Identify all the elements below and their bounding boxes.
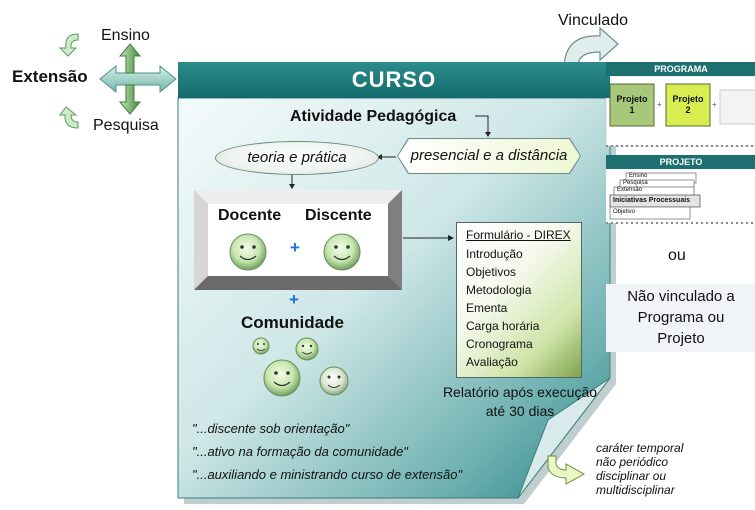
community-smiley-icon (263, 359, 301, 397)
form-item: Introdução (466, 247, 523, 261)
project-number: 2 (685, 105, 691, 115)
arrowhead-icon (289, 184, 295, 189)
vertical-up-arrow-icon (118, 43, 142, 74)
temporal-note: caráter temporal não periódico disciplin… (596, 441, 683, 497)
discente-smiley-icon (323, 233, 361, 271)
projeto-card-label: Objetivo (613, 209, 636, 215)
project-2-label: Projeto 2 (666, 94, 710, 116)
project-ghost-card (719, 89, 755, 125)
theory-practice-ellipse: teoria e prática (215, 141, 379, 175)
projeto-panel (606, 169, 755, 224)
projeto-card-label: Pesquisa (623, 180, 648, 186)
horizontal-double-arrow-icon (99, 64, 177, 94)
plus-sign: + (289, 290, 299, 309)
not-linked-line: Não vinculado a (627, 288, 735, 305)
docente-label: Docente (218, 207, 282, 224)
direx-form-box (456, 222, 582, 378)
form-item: Cronograma (466, 337, 533, 351)
curved-arrow-icon-bottom (59, 106, 79, 129)
community-smiley-icon (295, 337, 319, 361)
quote: "...auxiliando e ministrando curso de ex… (192, 467, 463, 482)
modality-hexagon: presencial e a distância (398, 139, 580, 173)
project-2-card (665, 83, 711, 127)
projeto-card-label: Iniciativas Processuais (613, 197, 691, 204)
vinculado-label: Vinculado (558, 12, 628, 29)
project-label: Projeto (672, 94, 704, 104)
ensino-label: Ensino (101, 27, 150, 44)
panel-fold-corner (517, 377, 611, 499)
form-item: Carga horária (466, 319, 540, 333)
programa-title: PROGRAMA (606, 62, 755, 76)
curved-arrow-icon-top (58, 33, 79, 57)
temporal-line: multidisciplinar (596, 483, 675, 497)
not-linked-line: Projeto (657, 330, 705, 347)
community-smiley-icon (319, 366, 349, 396)
form-item: Ementa (466, 301, 508, 315)
arrowhead-icon (485, 132, 491, 137)
project-1-card (609, 83, 655, 127)
comunidade-label: Comunidade (241, 313, 344, 332)
plus-sign: + (712, 100, 717, 109)
projeto-card-label: Extensão (617, 187, 643, 193)
activity-connector (475, 115, 489, 134)
project-number: 1 (629, 105, 635, 115)
community-smiley-icon (252, 337, 270, 355)
activity-title: Atividade Pedagógica (290, 108, 457, 125)
docente-smiley-icon (229, 233, 267, 271)
arrowhead-icon (377, 154, 382, 160)
report-line: Relatório após execução (442, 384, 598, 400)
temporal-line: caráter temporal (596, 441, 684, 455)
project-label: Projeto (616, 94, 648, 104)
vinculado-arrow-icon (563, 26, 619, 67)
form-item: Avaliação (466, 355, 518, 369)
temporal-arrow-icon (547, 455, 586, 485)
pesquisa-label: Pesquisa (93, 117, 159, 134)
or-label: ou (668, 247, 686, 264)
temporal-line: disciplinar ou (596, 469, 667, 483)
temporal-line: não periódico (596, 455, 669, 469)
form-title: Formulário - DIREX (466, 228, 571, 242)
report-line: até 30 dias (485, 403, 555, 419)
arrowhead-icon (448, 235, 454, 241)
extensao-label: Extensão (12, 67, 88, 86)
vertical-down-arrow-icon (118, 84, 142, 115)
plus-sign: + (290, 238, 300, 257)
curso-title: CURSO (178, 62, 610, 98)
project-1-label: Projeto 1 (610, 94, 654, 116)
form-item: Metodologia (466, 283, 532, 297)
not-linked-box: Não vinculado a Programa ou Projeto (606, 284, 755, 352)
quote: "...discente sob orientação" (192, 421, 350, 436)
quote: "...ativo na formação da comunidade" (192, 444, 408, 459)
report-note: Relatório após execução até 30 dias (440, 383, 600, 421)
not-linked-line: Programa ou (637, 309, 725, 326)
projeto-card-label: Ensino (629, 173, 648, 179)
form-item: Objetivos (466, 265, 517, 279)
plus-sign: + (657, 100, 662, 109)
projeto-title: PROJETO (606, 155, 755, 169)
discente-label: Discente (305, 207, 372, 224)
